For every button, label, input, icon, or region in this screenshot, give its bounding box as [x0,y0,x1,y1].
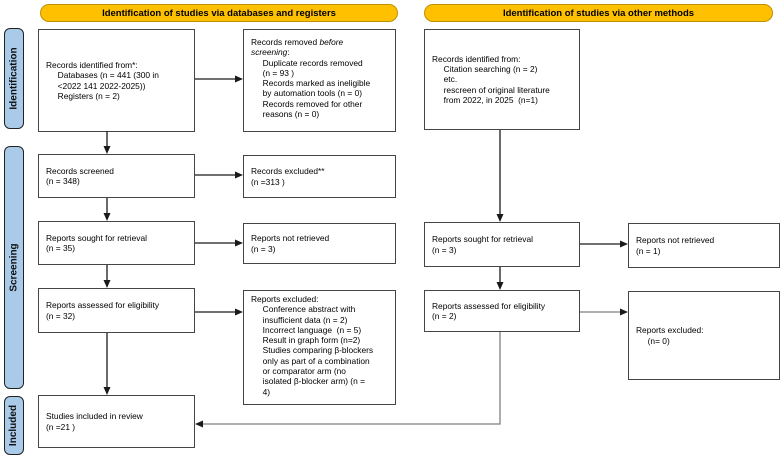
header-databases-registers-label: Identification of studies via databases … [102,7,336,19]
records-identified-other-text: Records identified from: Citation search… [432,53,550,105]
records-removed-italic: before screening [251,37,344,58]
studies-included-text: Studies included in review (n =21 ) [46,411,143,432]
arrow-sought-to-assessed [103,265,111,288]
arrow-assessed-other-to-excluded-other [580,308,628,316]
stage-tab-screening: Screening [4,146,24,389]
records-removed-box: Records removed before screening: Duplic… [243,29,396,132]
reports-assessed-databases-box: Reports assessed for eligibility (n = 32… [38,288,195,333]
arrow-sought-other-to-notretrieved-other [580,240,628,248]
arrow-identified-to-removed [195,75,243,83]
header-other-methods-label: Identification of studies via other meth… [502,7,695,19]
arrow-identified-to-screened [103,131,111,154]
records-screened-text: Records screened (n = 348) [46,165,114,186]
arrow-screened-to-excluded [195,171,243,179]
records-identified-databases-text: Records identified from*: Databases (n =… [46,59,159,101]
records-identified-other-box: Records identified from: Citation search… [424,29,580,130]
stage-label-identification: Identification [8,47,20,110]
reports-not-retrieved-databases-box: Reports not retrieved (n = 3) [243,223,396,264]
stage-label-included: Included [8,404,20,447]
records-excluded-box: Records excluded** (n =313 ) [243,155,396,198]
reports-sought-other-text: Reports sought for retrieval (n = 3) [432,234,534,255]
reports-excluded-databases-box: Reports excluded: Conference abstract wi… [243,290,396,405]
records-excluded-text: Records excluded** (n =313 ) [251,166,325,187]
studies-included-box: Studies included in review (n =21 ) [38,395,195,448]
reports-excluded-databases-text: Reports excluded: Conference abstract wi… [251,294,374,397]
arrow-screened-to-sought [103,198,111,221]
records-removed-text: Records removed before screening: Duplic… [244,30,372,119]
arrow-assessed-to-included [103,333,111,395]
arrow-identified-other-to-sought-other [496,130,504,222]
reports-excluded-other-text: Reports excluded: (n= 0) [636,325,704,346]
records-identified-databases-box: Records identified from*: Databases (n =… [38,29,195,132]
stage-label-screening: Screening [8,243,20,292]
reports-assessed-other-box: Reports assessed for eligibility (n = 2) [424,290,580,332]
records-removed-rest: : Duplicate records removed (n = 93 ) Re… [262,47,371,120]
arrow-assessed-to-reportsexcluded [195,308,243,316]
reports-not-retrieved-databases-text: Reports not retrieved (n = 3) [251,233,330,254]
records-removed-prefix: Records removed [251,37,320,47]
reports-assessed-databases-text: Reports assessed for eligibility (n = 32… [46,300,160,321]
reports-sought-databases-box: Reports sought for retrieval (n = 35) [38,221,195,265]
reports-sought-other-box: Reports sought for retrieval (n = 3) [424,222,580,267]
reports-excluded-other-box: Reports excluded: (n= 0) [628,291,780,380]
reports-not-retrieved-other-box: Reports not retrieved (n = 1) [628,223,780,268]
reports-not-retrieved-other-text: Reports not retrieved (n = 1) [636,235,715,256]
header-databases-registers: Identification of studies via databases … [40,4,398,22]
records-screened-box: Records screened (n = 348) [38,154,195,198]
header-other-methods: Identification of studies via other meth… [424,4,773,22]
reports-assessed-other-text: Reports assessed for eligibility (n = 2) [432,300,546,321]
arrow-sought-to-notretrieved [195,239,243,247]
arrow-sought-other-to-assessed-other [496,267,504,290]
reports-sought-databases-text: Reports sought for retrieval (n = 35) [46,232,148,253]
stage-tab-identification: Identification [4,28,24,129]
stage-tab-included: Included [4,396,24,455]
